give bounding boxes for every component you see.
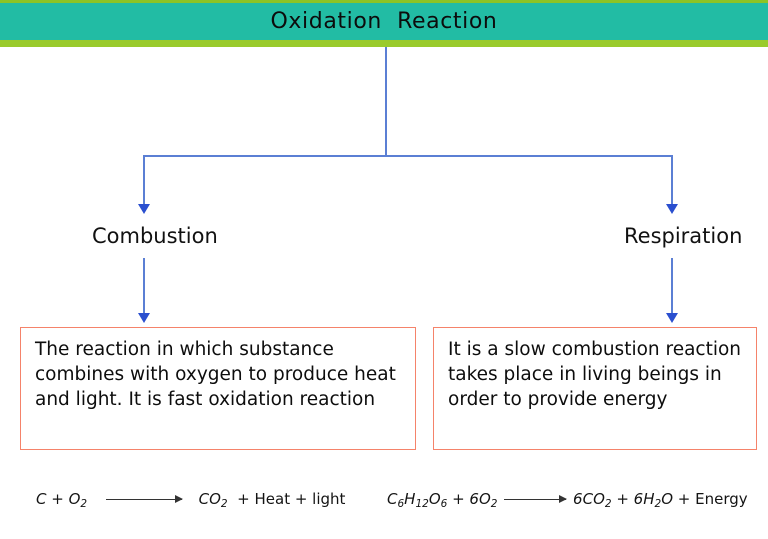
arrow-head-combustion-box-icon	[138, 313, 150, 323]
arrow-head-respiration-box-icon	[666, 313, 678, 323]
equation-respiration-products: 6CO2 + 6H2O + Energy	[573, 490, 748, 510]
equation-respiration: C6H12O6 + 6O2 6CO2 + 6H2O + Energy	[387, 490, 748, 510]
reaction-arrow-icon	[105, 495, 183, 505]
arrow-head-combustion-icon	[138, 204, 150, 214]
description-box-respiration: It is a slow combustion reaction takes p…	[433, 327, 757, 450]
header-banner: Oxidation Reaction	[0, 0, 768, 47]
connector-drop-respiration-box	[671, 258, 673, 315]
equation-combustion-reactants: C + O2	[36, 490, 88, 510]
equation-combustion-products: CO2 + Heat + light	[198, 490, 346, 510]
connector-drop-combustion	[143, 155, 145, 206]
connector-stem-vertical	[385, 47, 387, 156]
equation-combustion: C + O2 CO2 + Heat + light	[36, 490, 345, 510]
header-band	[0, 3, 768, 40]
header-top-stripe	[0, 0, 768, 3]
branch-label-respiration: Respiration	[624, 224, 743, 248]
arrow-head-respiration-icon	[666, 204, 678, 214]
connector-drop-respiration	[671, 155, 673, 206]
connector-split-bar	[143, 155, 673, 157]
header-bottom-stripe	[0, 40, 768, 47]
reaction-arrow-icon	[504, 495, 568, 505]
description-box-combustion: The reaction in which substance combines…	[20, 327, 416, 450]
equation-respiration-reactants: C6H12O6 + 6O2	[387, 490, 498, 510]
branch-label-combustion: Combustion	[92, 224, 218, 248]
page-title: Oxidation Reaction	[270, 9, 498, 34]
connector-drop-combustion-box	[143, 258, 145, 315]
